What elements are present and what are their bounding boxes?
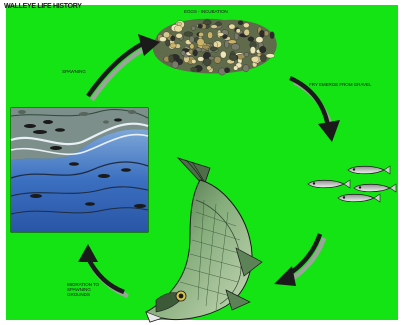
egg-dot xyxy=(256,37,263,43)
egg-dot xyxy=(172,61,179,68)
egg-dot xyxy=(166,40,171,46)
egg-dot xyxy=(203,59,211,66)
stage-label-spawning: SPAWNING xyxy=(62,70,86,75)
fry-fish-icon xyxy=(308,166,396,202)
egg-dot xyxy=(214,56,221,63)
stage-label-migration: MIGRATION TO SPAWNING GROUNDS xyxy=(67,283,113,297)
egg-dot xyxy=(181,51,186,56)
egg-dot xyxy=(211,25,218,29)
egg-dot xyxy=(159,37,166,42)
egg-dot xyxy=(257,53,261,57)
egg-dot xyxy=(251,56,259,62)
egg-dot xyxy=(259,30,264,37)
egg-dot xyxy=(191,59,196,63)
egg-dot xyxy=(198,57,204,62)
stage-label-fry: FRY EMERGE FROM GRAVEL xyxy=(309,83,371,88)
egg-dot xyxy=(190,44,194,49)
egg-dot xyxy=(191,67,198,71)
egg-dot xyxy=(197,39,204,46)
egg-dot xyxy=(224,68,229,73)
egg-dot xyxy=(248,37,254,42)
egg-dot xyxy=(189,49,193,54)
egg-dot xyxy=(169,55,174,63)
egg-dot xyxy=(193,50,197,56)
egg-dot xyxy=(189,36,194,43)
egg-dot xyxy=(260,54,266,61)
egg-dot xyxy=(210,47,218,51)
egg-dot xyxy=(170,43,176,48)
egg-dot xyxy=(207,66,212,70)
egg-dot xyxy=(266,54,275,58)
egg-dot xyxy=(208,32,213,39)
egg-dot xyxy=(238,21,243,25)
egg-dot xyxy=(202,45,209,49)
egg-dot xyxy=(198,24,203,28)
stream-scene-icon xyxy=(11,108,148,232)
egg-dot xyxy=(199,32,204,36)
egg-dot xyxy=(250,47,256,54)
egg-dot xyxy=(223,35,228,39)
egg-dot xyxy=(228,40,236,44)
egg-dot xyxy=(243,23,249,28)
diagram-title: WALLEYE LIFE HISTORY xyxy=(4,3,82,10)
egg-dot xyxy=(231,44,240,51)
egg-dot xyxy=(220,51,226,58)
egg-dot xyxy=(243,65,249,72)
egg-dot xyxy=(236,29,240,33)
stage-label-eggs: EGGS - INCUBATION xyxy=(184,10,228,15)
egg-dot xyxy=(270,32,274,39)
egg-dot xyxy=(174,25,182,32)
egg-dot xyxy=(191,26,196,30)
egg-dot xyxy=(259,46,266,53)
egg-dot xyxy=(244,29,250,36)
egg-dot xyxy=(184,32,193,37)
egg-dot xyxy=(233,66,238,71)
egg-dot xyxy=(176,33,183,38)
egg-dot xyxy=(229,24,235,29)
egg-dot xyxy=(229,54,237,61)
egg-dot xyxy=(171,36,176,41)
walleye-fish-icon xyxy=(146,158,262,322)
egg-cluster-icon xyxy=(153,19,277,75)
